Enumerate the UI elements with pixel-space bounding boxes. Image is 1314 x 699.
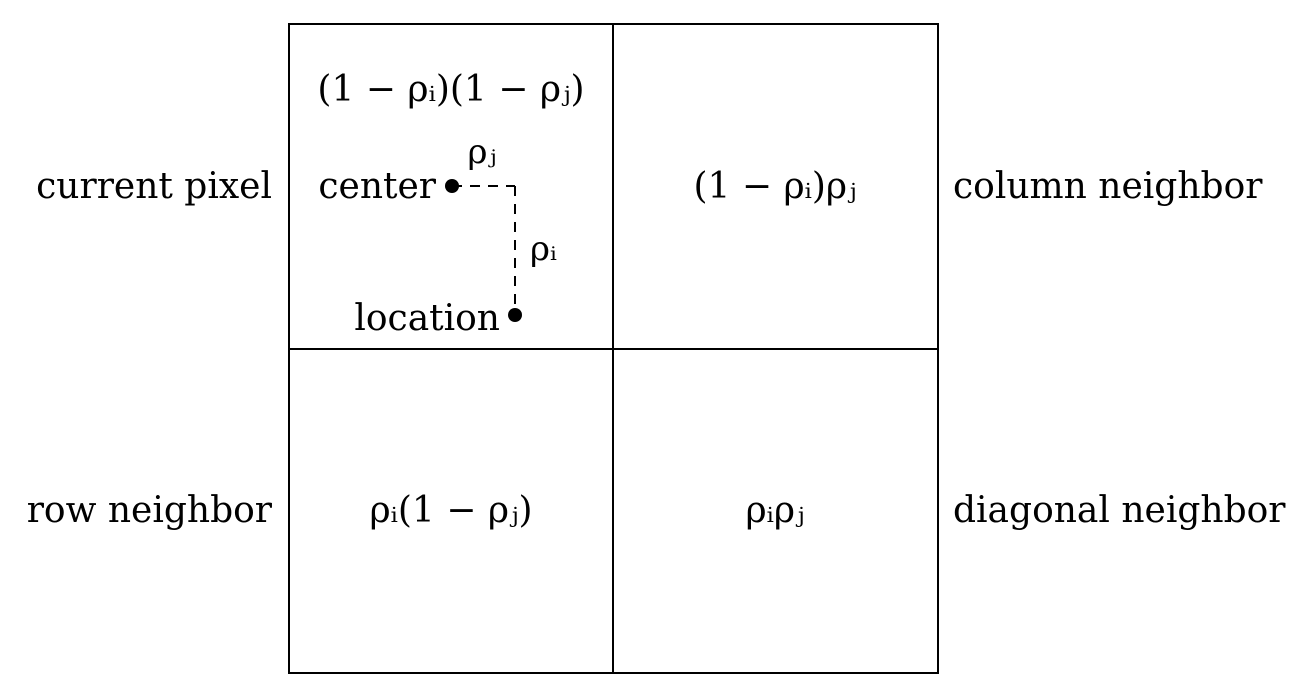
diagonal-neighbor-label: diagonal neighbor [953,490,1286,531]
vertical-offset-label: ρᵢ [530,229,557,269]
pixel-grid [288,23,939,674]
cell-diagonal-neighbor [612,348,939,674]
row-neighbor-weight: ρᵢ(1 − ρⱼ) [369,490,532,531]
current-pixel-weight: (1 − ρᵢ)(1 − ρⱼ) [317,69,584,110]
location-label: location [354,298,500,339]
horizontal-offset-label: ρⱼ [468,132,497,172]
column-neighbor-weight: (1 − ρᵢ)ρⱼ [693,166,856,207]
center-label: center [318,166,436,207]
offset-construction [445,179,522,322]
location-point [508,308,522,322]
center-point [445,179,459,193]
column-neighbor-label: column neighbor [953,166,1263,207]
row-neighbor-label: row neighbor [27,490,273,531]
current-pixel-label: current pixel [36,166,272,207]
diagonal-neighbor-weight: ρᵢρⱼ [745,490,804,531]
